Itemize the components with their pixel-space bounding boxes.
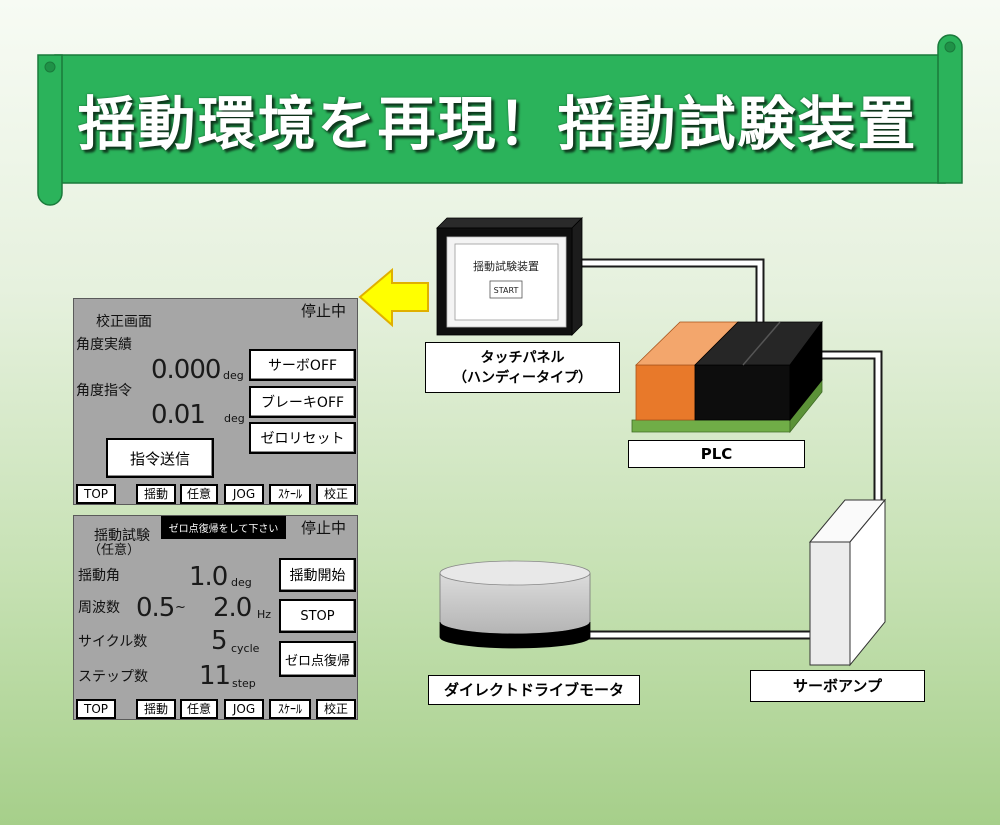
direct-drive-motor [439, 560, 591, 649]
cable-core [820, 352, 881, 502]
frequency-max-value: 2.0 [213, 593, 252, 623]
steps-value: 11 [199, 661, 231, 691]
screen-title: 揺動試験 [94, 528, 150, 544]
plc-base-front [631, 419, 791, 433]
touch-panel-label-line1: タッチパネル [480, 349, 565, 366]
actual-angle-unit: deg [223, 369, 244, 382]
servo-amp-side [849, 498, 886, 667]
cycles-unit: cycle [231, 642, 260, 655]
servo-amp-front [809, 541, 851, 666]
nav-top[interactable]: TOP [76, 484, 116, 504]
banner-left-roll [37, 54, 63, 206]
touch-panel-side [571, 217, 583, 336]
status-text: 停止中 [301, 302, 347, 320]
title-banner [37, 34, 963, 206]
nav-oscillation[interactable]: 揺動 [136, 484, 176, 504]
banner-body [54, 54, 946, 184]
cycles-value: 5 [211, 626, 228, 656]
actual-angle-label: 角度実績 [76, 337, 132, 353]
nav-arbitrary[interactable]: 任意 [180, 699, 218, 719]
send-command-button[interactable]: 指令送信 [106, 438, 214, 478]
frequency-label: 周波数 [78, 600, 120, 616]
motor-label: ダイレクトドライブモータ [428, 675, 640, 705]
start-button[interactable] [489, 280, 523, 299]
touch-panel-label: タッチパネル （ハンディータイプ） [425, 342, 620, 393]
nav-jog[interactable]: JOG [224, 484, 264, 504]
plc-module-divider [742, 321, 781, 366]
hmi-oscillation-screen: 揺動試験 （任意） ゼロ点復帰をして下さい 停止中 揺動角 1.0 deg 周波… [73, 515, 358, 720]
hmi-calibration-screen: 停止中 校正画面 角度実績 0.000 deg 角度指令 0.01 deg サー… [73, 298, 358, 505]
zero-return-button[interactable]: ゼロ点復帰 [279, 641, 356, 677]
brake-off-button[interactable]: ブレーキOFF [249, 386, 356, 418]
command-angle-label: 角度指令 [76, 383, 132, 399]
plc-orange-front [635, 364, 696, 421]
angle-unit: deg [231, 576, 252, 589]
zero-return-notice: ゼロ点復帰をして下さい [161, 516, 286, 539]
touch-panel-device: 揺動試験装置 START [436, 217, 583, 336]
nav-oscillation[interactable]: 揺動 [136, 699, 176, 719]
servo-off-button[interactable]: サーボOFF [249, 349, 356, 381]
servo-amp-label: サーボアンプ [750, 670, 925, 702]
banner-right-curl [944, 41, 956, 53]
steps-unit: step [232, 677, 256, 690]
cable-core [580, 260, 763, 324]
angle-value: 1.0 [189, 562, 228, 592]
frequency-min-value: 0.5 [136, 593, 175, 623]
servo-amp-device [808, 498, 887, 667]
cable-touchpanel-plc [580, 258, 765, 324]
motor-top [439, 560, 591, 586]
nav-top[interactable]: TOP [76, 699, 116, 719]
plc-device [631, 320, 823, 434]
plc-black-side [789, 320, 823, 422]
steps-label: ステップ数 [78, 669, 148, 685]
nav-jog[interactable]: JOG [224, 699, 264, 719]
plc-label: PLC [628, 440, 805, 468]
touch-panel-screen-title: 揺動試験装置 [473, 259, 539, 273]
touch-panel-top [436, 217, 583, 229]
motor-base-band [439, 621, 591, 649]
cable-plc-servo [820, 350, 883, 502]
nav-calibration[interactable]: 校正 [316, 699, 356, 719]
screen-title: 校正画面 [96, 314, 152, 330]
command-angle-unit: deg [224, 412, 245, 425]
oscillation-start-button[interactable]: 揺動開始 [279, 558, 356, 592]
nav-scale[interactable]: ｽｹｰﾙ [269, 484, 311, 504]
frequency-separator: ~ [175, 600, 186, 615]
status-text: 停止中 [301, 519, 347, 537]
screen-subtitle: （任意） [88, 543, 141, 558]
banner-left-curl [44, 61, 56, 73]
plc-black-front [694, 364, 791, 421]
zero-reset-button[interactable]: ゼロリセット [249, 422, 356, 454]
angle-label: 揺動角 [78, 568, 120, 584]
arrow-left-icon [358, 267, 429, 328]
frequency-unit: Hz [257, 608, 272, 621]
stop-button[interactable]: STOP [279, 599, 356, 633]
actual-angle-value: 0.000 [151, 355, 221, 385]
command-angle-value: 0.01 [151, 400, 206, 430]
cable-outline [580, 258, 765, 324]
nav-calibration[interactable]: 校正 [316, 484, 356, 504]
nav-arbitrary[interactable]: 任意 [180, 484, 218, 504]
banner-right-roll [937, 34, 963, 184]
cycles-label: サイクル数 [78, 634, 148, 650]
start-button-label: START [494, 286, 519, 295]
touch-panel-label-line2: （ハンディータイプ） [452, 369, 593, 386]
nav-scale[interactable]: ｽｹｰﾙ [269, 699, 311, 719]
cable-outline [820, 350, 883, 502]
banner-title: 揺動環境を再現！揺動試験装置 [77, 90, 918, 158]
